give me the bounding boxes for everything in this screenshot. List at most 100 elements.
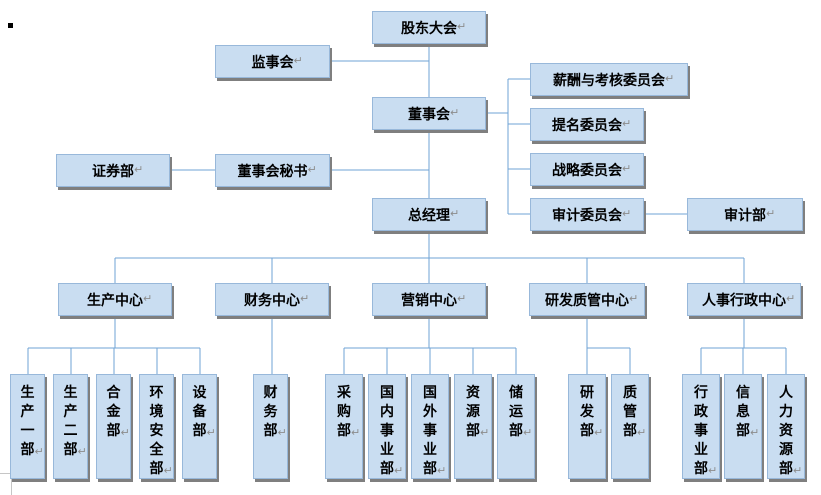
page-border-artifact-horizontal [0,473,12,474]
vertical-label-char: 事 [423,423,437,439]
node-domestic-business-dept[interactable]: 国内事业部↵ [368,374,406,479]
node-finance-center[interactable]: 财务中心↵ [215,283,329,316]
paragraph-mark: ↵ [120,426,130,439]
vertical-label-char: 部↵ [694,461,718,477]
vertical-label-char: 部↵ [736,423,760,439]
paragraph-mark: ↵ [450,105,460,119]
node-admin-business-dept[interactable]: 行政事业部↵ [682,374,720,479]
paragraph-mark: ↵ [766,206,776,220]
vertical-label-char: 财 [263,385,278,401]
paragraph-mark: ↵ [351,426,361,439]
paragraph-mark: ↵ [277,426,287,439]
node-alloy-dept[interactable]: 合金部↵ [96,374,131,479]
node-shareholders-meeting[interactable]: 股东大会↵ [372,11,486,44]
vertical-label-char: 部↵ [337,423,361,439]
node-production-center[interactable]: 生产中心↵ [58,283,172,316]
node-information-dept[interactable]: 信息部↵ [724,374,762,479]
vertical-label-char: 研 [580,385,594,401]
node-finance-dept[interactable]: 财务部↵ [253,374,288,479]
paragraph-mark: ↵ [523,426,533,439]
node-nomination-committee[interactable]: 提名委员会↵ [530,108,644,141]
node-rd-dept[interactable]: 研发部↵ [568,374,606,479]
node-label: 证券部 [92,163,134,180]
paragraph-mark: ↵ [307,162,317,176]
node-securities-dept[interactable]: 证券部↵ [56,154,170,187]
node-compensation-assessment-committee[interactable]: 薪酬与考核委员会↵ [530,63,688,96]
node-human-resources-dept[interactable]: 人力资源部↵ [767,374,805,479]
vertical-label-char: 务 [263,404,278,420]
vertical-label-char: 国 [423,385,437,401]
vertical-label-char: 发 [580,404,594,420]
vertical-label-char: 部↵ [380,461,404,477]
paragraph-mark: ↵ [437,464,447,477]
node-label: 营销中心 [401,292,457,309]
node-purchasing-dept[interactable]: 采购部↵ [325,374,363,479]
paragraph-mark: ↵ [77,445,87,458]
vertical-label-char: 部↵ [623,423,647,439]
vertical-label-char: 储 [509,385,523,401]
paragraph-mark: ↵ [143,291,153,305]
node-production-dept-2[interactable]: 生产二部↵ [53,374,88,479]
vertical-label-char: 产 [63,404,78,420]
node-resources-dept[interactable]: 资源部↵ [454,374,492,479]
vertical-label-char: 部↵ [149,461,173,477]
node-quality-dept[interactable]: 质管部↵ [611,374,649,479]
vertical-label-char: 外 [423,404,437,420]
node-supervisory-board[interactable]: 监事会↵ [215,45,330,78]
node-label: 提名委员会 [552,117,622,134]
paragraph-mark: ↵ [300,291,310,305]
vertical-label-char: 生 [63,385,78,401]
paragraph-mark: ↵ [665,71,675,85]
vertical-label-char: 政 [694,404,708,420]
vertical-label-char: 全 [149,442,164,458]
paragraph-mark: ↵ [34,445,44,458]
vertical-label-char: 金 [106,404,121,420]
paragraph-mark: ↵ [480,426,490,439]
node-rd-quality-center[interactable]: 研发质管中心↵ [529,283,645,316]
vertical-label-char: 安 [149,423,164,439]
node-board-secretary[interactable]: 董事会秘书↵ [215,154,330,187]
vertical-label-char: 境 [149,404,164,420]
vertical-label-char: 事 [694,423,708,439]
paragraph-mark: ↵ [750,426,760,439]
node-audit-committee[interactable]: 审计委员会↵ [530,198,644,231]
node-label: 董事会 [408,106,450,123]
vertical-label-char: 设 [192,385,207,401]
page-border-artifact-vertical [11,473,12,495]
vertical-label-char: 部↵ [466,423,490,439]
vertical-label-char: 部↵ [423,461,447,477]
vertical-label-char: 信 [736,385,750,401]
node-board-of-directors[interactable]: 董事会↵ [372,97,486,130]
paragraph-mark: ↵ [457,291,467,305]
paragraph-mark: ↵ [206,426,216,439]
node-overseas-business-dept[interactable]: 国外事业部↵ [411,374,449,479]
vertical-label-char: 事 [380,423,394,439]
paragraph-mark: ↵ [594,426,604,439]
node-strategy-committee[interactable]: 战略委员会↵ [530,153,644,186]
vertical-label-char: 源 [466,404,480,420]
node-production-dept-1[interactable]: 生产一部↵ [10,374,45,479]
vertical-label-char: 资 [779,423,793,439]
node-marketing-center[interactable]: 营销中心↵ [372,283,486,316]
object-anchor-marker [8,23,13,28]
paragraph-mark: ↵ [622,161,632,175]
vertical-label-char: 一 [20,423,35,439]
node-storage-transport-dept[interactable]: 储运部↵ [497,374,535,479]
vertical-label-char: 产 [20,404,35,420]
vertical-label-char: 资 [466,385,480,401]
node-label: 总经理 [408,207,450,224]
node-equipment-dept[interactable]: 设备部↵ [182,374,217,479]
vertical-label-char: 部↵ [779,461,803,477]
node-env-safety-dept[interactable]: 环境安全部↵ [139,374,174,479]
vertical-label-char: 部↵ [63,442,87,458]
node-hr-admin-center[interactable]: 人事行政中心↵ [687,283,801,316]
vertical-label-char: 采 [337,385,351,401]
vertical-label-char: 环 [149,385,164,401]
node-label: 审计委员会 [552,207,622,224]
vertical-label-char: 源 [779,442,793,458]
paragraph-mark: ↵ [394,464,404,477]
paragraph-mark: ↵ [793,464,803,477]
node-general-manager[interactable]: 总经理↵ [372,198,486,231]
node-audit-dept[interactable]: 审计部↵ [687,198,803,231]
